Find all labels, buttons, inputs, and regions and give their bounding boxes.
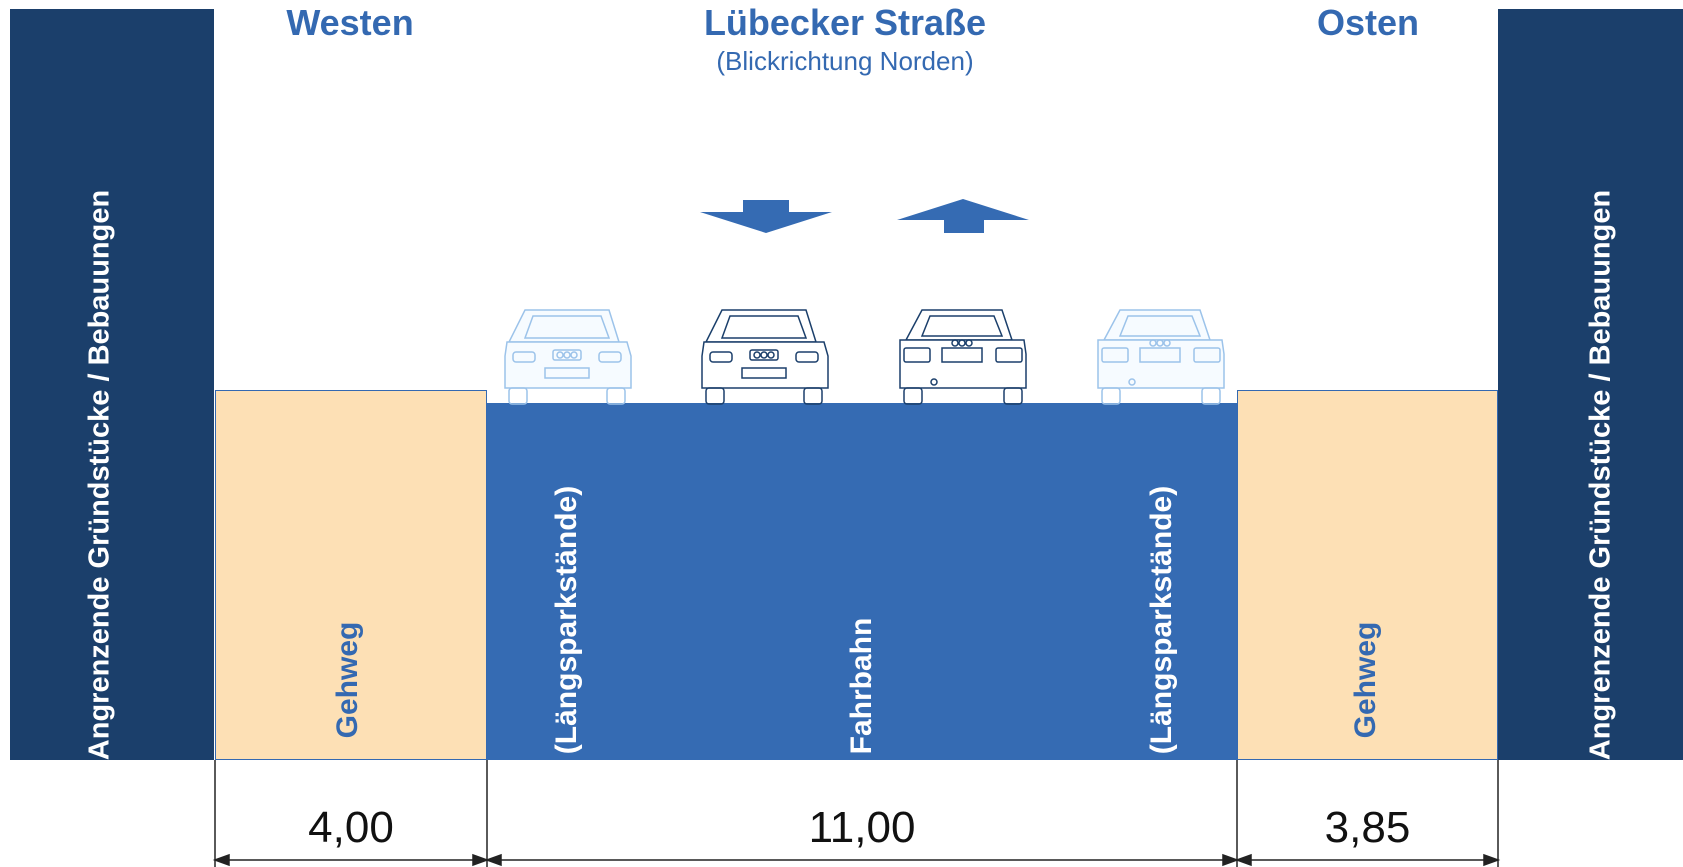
east-parking-label: (Längsparkstände)	[1145, 485, 1178, 755]
street-title: Lübecker Straße	[703, 2, 987, 43]
carriageway-label: Fahrbahn	[845, 617, 878, 755]
west-sidewalk	[215, 390, 487, 760]
dimension-lines	[212, 760, 1501, 867]
car-northbound-icon	[899, 309, 1027, 405]
carriageway	[487, 403, 1237, 760]
view-direction-subtitle: (Blickrichtung Norden)	[716, 46, 974, 76]
east-heading: Osten	[1316, 2, 1420, 43]
parked-car-west-icon	[504, 309, 632, 405]
left-building-band	[10, 9, 214, 760]
carriageway-width: 11,00	[808, 803, 916, 852]
west-parking-label: (Längsparkstände)	[550, 485, 583, 755]
east-sidewalk-width: 3,85	[1324, 803, 1411, 852]
right-building-label: Angrenzende Gründstücke / Bebauungen	[1584, 189, 1617, 761]
west-sidewalk-label: Gehweg	[331, 621, 364, 739]
east-sidewalk-label: Gehweg	[1349, 621, 1382, 739]
parked-car-east-icon	[1097, 309, 1225, 405]
west-heading: Westen	[286, 2, 414, 43]
right-building-band	[1498, 9, 1683, 760]
car-southbound-icon	[701, 309, 829, 405]
southbound-arrow-icon	[700, 200, 832, 233]
northbound-arrow-icon	[897, 199, 1029, 233]
west-sidewalk-width: 4,00	[308, 803, 394, 852]
east-sidewalk	[1237, 390, 1498, 760]
left-building-label: Angrenzende Gründstücke / Bebauungen	[83, 189, 116, 761]
